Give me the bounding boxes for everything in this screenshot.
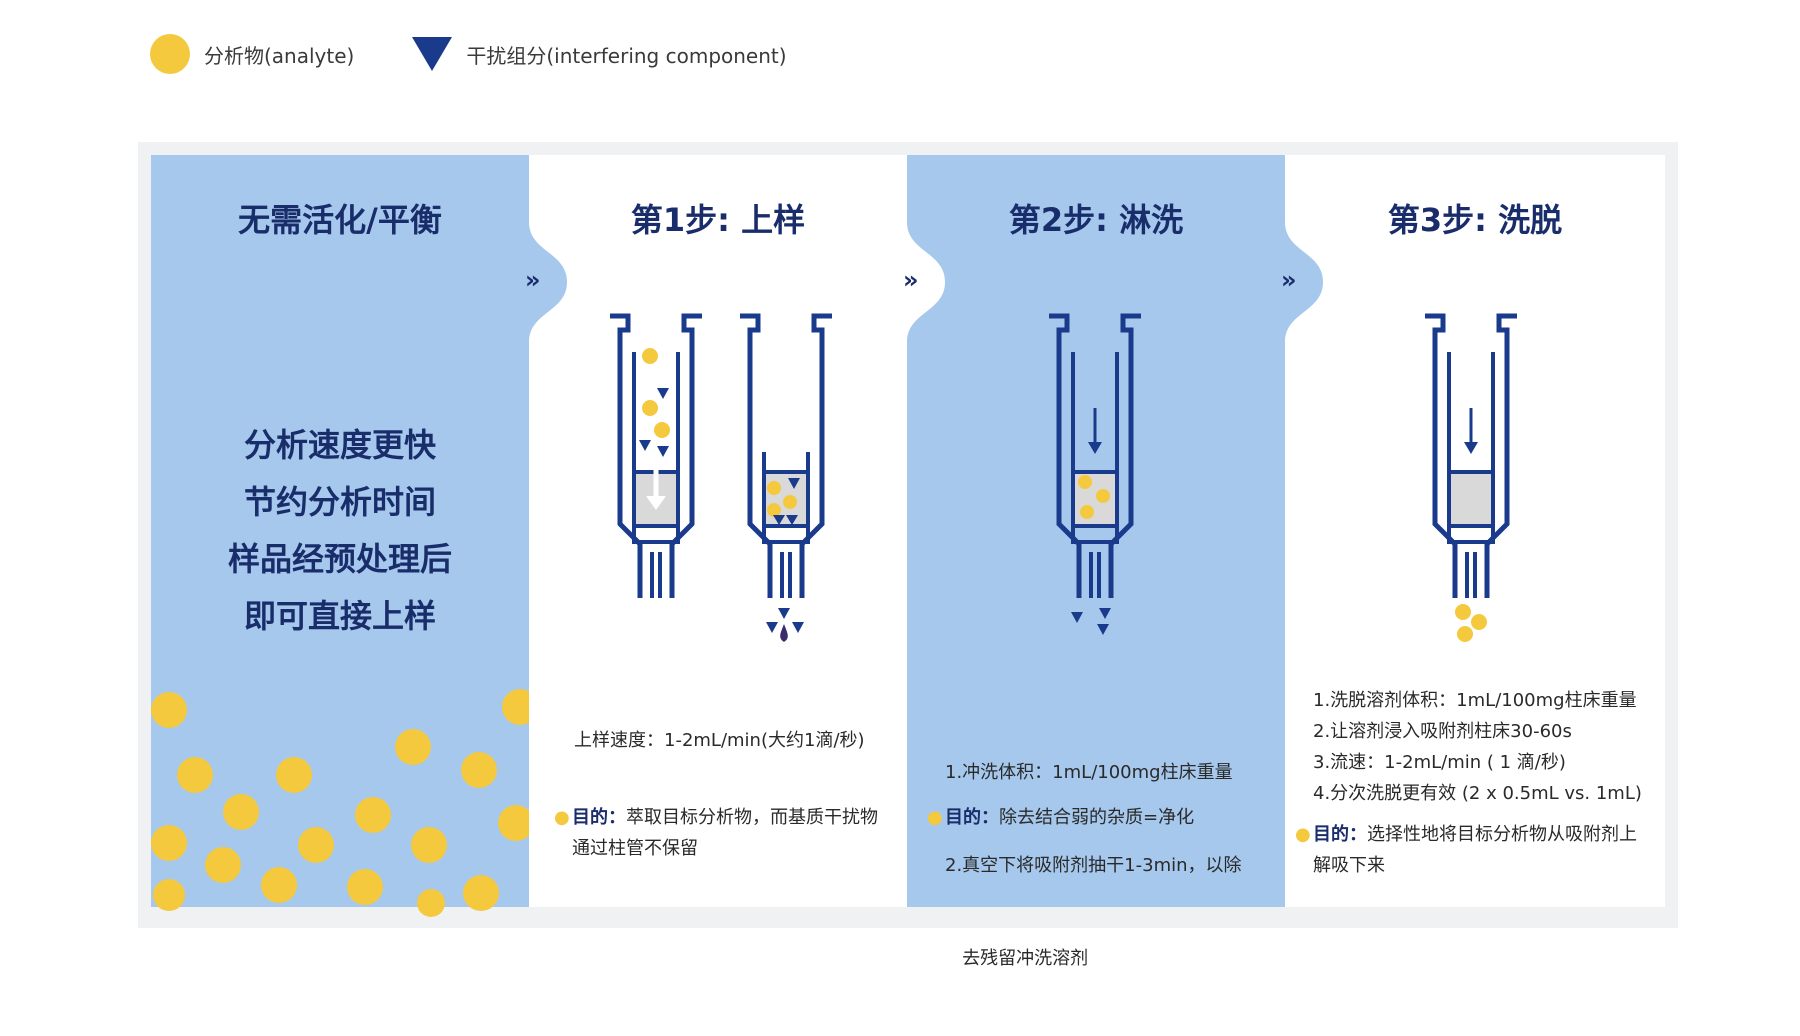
panel-step1-load: 第1步: 上样 上样速度：1-2mL/min(大约1滴/秒) ● 目的：萃取目标… [529,155,907,907]
panel-title: 第3步: 洗脱 [1387,201,1563,239]
legend-item-analyte: 分析物(analyte) [150,34,354,74]
chevron-right-icon: » [525,266,540,294]
bullet-dot: ● [554,807,570,828]
note-line: 3.流速：1-2mL/min ( 1 滴/秒) [1313,752,1566,773]
chevron-right-icon: » [903,266,918,294]
legend-label-interfering: 干扰组分(interfering component) [466,43,787,68]
benefit-line: 节约分析时间 [243,483,436,521]
chevron-right-icon: » [1281,266,1296,294]
legend-label-analyte: 分析物(analyte) [204,43,355,68]
note-line: 1.冲洗体积：1mL/100mg柱床重量 [945,762,1233,783]
purpose-note: ● 目的：选择性地将目标分析物从吸附剂上解吸下来 [1295,819,1643,881]
panel-title: 第2步: 淋洗 [1008,201,1184,239]
connector-tab-1 [529,222,567,342]
purpose-label: 目的： [572,807,626,828]
connector-tab-2 [907,222,945,342]
load-speed-note: 上样速度：1-2mL/min(大约1滴/秒) [574,725,894,756]
purpose-label: 目的： [1313,824,1367,845]
benefit-line: 分析速度更快 [243,426,436,464]
benefit-line: 即可直接上样 [243,597,436,635]
purpose-note: ● 目的：萃取目标分析物，而基质干扰物通过柱管不保留 [554,802,892,864]
legend-item-interfering: 干扰组分(interfering component) [412,37,787,71]
spe-cartridge-retained-icon [740,313,832,642]
elute-notes: 1.洗脱溶剂体积：1mL/100mg柱床重量 2.让溶剂浸入吸附剂柱床30-60… [1313,685,1663,809]
purpose-text: 萃取目标分析物，而基质干扰物通过柱管不保留 [572,807,878,859]
interfering-triangle-icon [412,37,453,71]
purpose-text: 选择性地将目标分析物从吸附剂上解吸下来 [1313,824,1637,876]
decorative-analyte-dots [151,689,538,917]
connector-tab-3 [1285,222,1323,342]
note-line: 去残留冲洗溶剂 [945,948,1089,969]
purpose-label: 目的： [945,807,999,828]
wash-notes: 1.冲洗体积：1mL/100mg柱床重量 2.真空下将吸附剂抽干1-3min，以… [945,695,1275,1036]
spe-cartridge-elute-icon [1425,313,1517,642]
spe-cartridge-loading-icon [610,313,702,598]
analyte-circle-icon [150,34,190,74]
panel-no-activation: 无需活化/平衡 分析速度更快 节约分析时间 样品经预处理后 即可直接上样 [151,155,538,917]
benefit-lines: 分析速度更快 节约分析时间 样品经预处理后 即可直接上样 [151,417,529,645]
note-line: 2.真空下将吸附剂抽干1-3min，以除 [945,855,1242,876]
note-line: 上样速度：1-2mL/min(大约1滴/秒) [574,730,865,751]
purpose-note: ● 目的：除去结合弱的杂质=净化 [927,802,1275,833]
panel-title: 第1步: 上样 [630,201,806,239]
bullet-dot: ● [1295,824,1311,845]
note-line: 2.让溶剂浸入吸附剂柱床30-60s [1313,721,1572,742]
spe-cartridge-wash-icon [1049,313,1141,635]
note-line: 1.洗脱溶剂体积：1mL/100mg柱床重量 [1313,690,1637,711]
bullet-dot: ● [927,807,943,828]
note-line: 4.分次洗脱更有效 (2 x 0.5mL vs. 1mL) [1313,783,1642,804]
purpose-text: 除去结合弱的杂质=净化 [999,807,1195,828]
benefit-line: 样品经预处理后 [227,540,452,578]
panel-step3-elute: 第3步: 洗脱 1.洗脱溶剂体积：1mL/100mg柱床重量 2.让溶剂浸入吸附… [1285,155,1665,907]
panel-title: 无需活化/平衡 [238,201,442,239]
panel-step2-wash: 第2步: 淋洗 1.冲洗体积：1mL/100mg柱床重量 2.真空下将吸附剂抽干… [907,155,1285,969]
legend: 分析物(analyte) 干扰组分(interfering component) [150,34,845,74]
